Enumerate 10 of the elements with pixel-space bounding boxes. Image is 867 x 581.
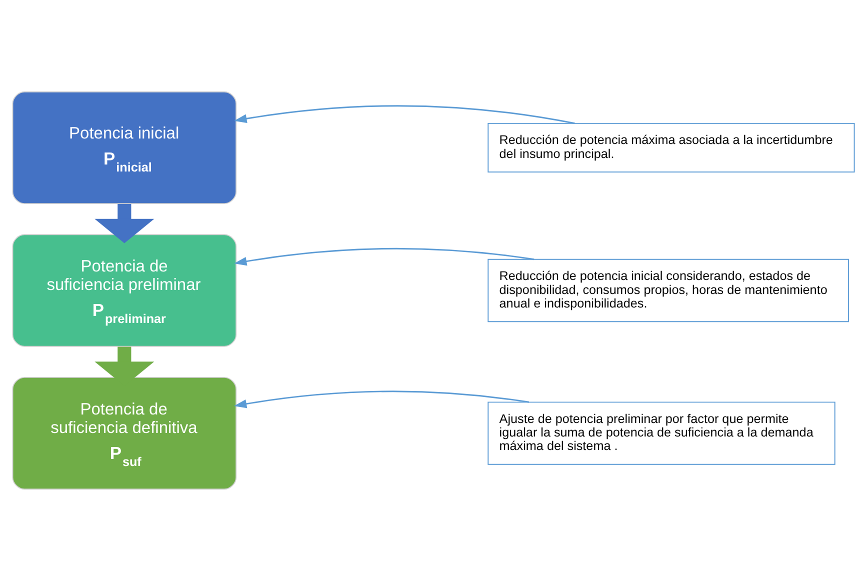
- node-box: Ajuste de potencia preliminar por factor que permite igualar la suma de potencia de suficiencia a la demanda máxima del sistema .: [488, 402, 836, 465]
- node-box: Potencia inicial P$_{inicial}$: [12, 91, 237, 204]
- arrow: [234, 248, 534, 266]
- node-box: Reducción de potencia inicial considerando, estados de disponibilidad, consumos propios, horas de mantenimiento anual e indisponibilidades.: [488, 258, 849, 322]
- arrow: [94, 204, 154, 244]
- node-box: Potencia de suficiencia definitiva P$_{suf}$: [12, 376, 237, 490]
- node-box: Reducción de potencia máxima asociada a la incertidumbre del insumo principal.: [488, 122, 855, 172]
- node-box: Potencia de suficiencia preliminar P$_{preliminar}$: [12, 234, 237, 347]
- arrow: [234, 105, 575, 124]
- arrow: [234, 390, 530, 408]
